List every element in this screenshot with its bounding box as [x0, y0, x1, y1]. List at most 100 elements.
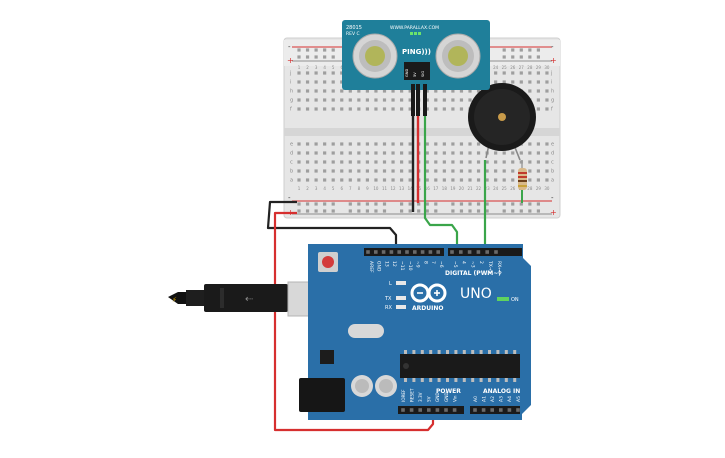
breadboard-hole[interactable] — [400, 98, 404, 102]
breadboard-hole[interactable] — [459, 107, 464, 111]
breadboard-hole[interactable] — [459, 98, 464, 102]
digital-header-hole[interactable] — [397, 250, 401, 254]
power-header-hole[interactable] — [418, 408, 422, 412]
digital-header-hole[interactable] — [494, 250, 498, 254]
breadboard-hole[interactable] — [425, 107, 429, 111]
power-header-hole[interactable] — [401, 408, 405, 412]
rail-hole[interactable] — [305, 48, 310, 52]
breadboard-hole[interactable] — [476, 142, 481, 146]
piezo-buzzer[interactable] — [468, 83, 536, 161]
breadboard-hole[interactable] — [519, 80, 523, 84]
breadboard-hole[interactable] — [545, 98, 549, 102]
breadboard-hole[interactable] — [425, 89, 429, 93]
breadboard-hole[interactable] — [425, 98, 429, 102]
breadboard-hole[interactable] — [331, 71, 335, 75]
breadboard-hole[interactable] — [323, 151, 327, 155]
rail-hole[interactable] — [331, 48, 335, 52]
breadboard-hole[interactable] — [331, 160, 335, 164]
rail-hole[interactable] — [502, 48, 506, 52]
breadboard-hole[interactable] — [434, 151, 438, 155]
breadboard-hole[interactable] — [365, 107, 369, 111]
rail-hole[interactable] — [502, 209, 506, 213]
digital-header-hole[interactable] — [467, 250, 472, 254]
breadboard-hole[interactable] — [408, 151, 412, 155]
breadboard-hole[interactable] — [511, 178, 515, 182]
breadboard-hole[interactable] — [408, 160, 412, 164]
breadboard-hole[interactable] — [331, 107, 335, 111]
breadboard-hole[interactable] — [348, 98, 352, 102]
rail-hole[interactable] — [468, 209, 472, 213]
rail-hole[interactable] — [536, 55, 540, 59]
rail-hole[interactable] — [528, 202, 532, 206]
rail-hole[interactable] — [417, 209, 421, 213]
rail-hole[interactable] — [519, 209, 523, 213]
breadboard-hole[interactable] — [442, 98, 446, 102]
breadboard-hole[interactable] — [382, 107, 387, 111]
breadboard-hole[interactable] — [305, 169, 310, 173]
breadboard-hole[interactable] — [408, 178, 412, 182]
breadboard-hole[interactable] — [374, 160, 378, 164]
breadboard-hole[interactable] — [314, 80, 318, 84]
power-jack[interactable] — [299, 378, 345, 412]
wires[interactable] — [266, 116, 523, 432]
breadboard-hole[interactable] — [305, 107, 310, 111]
breadboard-hole[interactable] — [382, 89, 387, 93]
breadboard-hole[interactable] — [357, 178, 361, 182]
breadboard-hole[interactable] — [442, 107, 446, 111]
breadboard-hole[interactable] — [374, 107, 378, 111]
breadboard-hole[interactable] — [331, 80, 335, 84]
breadboard-hole[interactable] — [314, 107, 318, 111]
breadboard-hole[interactable] — [511, 151, 515, 155]
rail-hole[interactable] — [519, 48, 523, 52]
breadboard-hole[interactable] — [391, 107, 395, 111]
breadboard-hole[interactable] — [442, 160, 446, 164]
breadboard-hole[interactable] — [536, 169, 540, 173]
breadboard-hole[interactable] — [502, 151, 506, 155]
rail-hole[interactable] — [314, 55, 318, 59]
breadboard-hole[interactable] — [331, 98, 335, 102]
breadboard-holes[interactable] — [297, 48, 549, 213]
rail-hole[interactable] — [434, 209, 438, 213]
rail-hole[interactable] — [331, 202, 335, 206]
digital-header-hole[interactable] — [420, 250, 425, 254]
breadboard-hole[interactable] — [348, 89, 352, 93]
breadboard-hole[interactable] — [340, 107, 344, 111]
breadboard-hole[interactable] — [511, 169, 515, 173]
breadboard-hole[interactable] — [536, 89, 540, 93]
rail-hole[interactable] — [382, 202, 387, 206]
breadboard-hole[interactable] — [314, 71, 318, 75]
breadboard-hole[interactable] — [374, 169, 378, 173]
breadboard-hole[interactable] — [528, 160, 532, 164]
breadboard-hole[interactable] — [323, 178, 327, 182]
rail-hole[interactable] — [451, 202, 455, 206]
rail-hole[interactable] — [400, 202, 404, 206]
breadboard-hole[interactable] — [528, 142, 532, 146]
rail-hole[interactable] — [297, 48, 301, 52]
rail-hole[interactable] — [305, 209, 310, 213]
rail-hole[interactable] — [417, 202, 421, 206]
breadboard-hole[interactable] — [340, 89, 344, 93]
breadboard-hole[interactable] — [536, 71, 540, 75]
breadboard-hole[interactable] — [545, 151, 549, 155]
breadboard-hole[interactable] — [502, 80, 506, 84]
power-header-hole[interactable] — [409, 408, 414, 412]
breadboard-hole[interactable] — [400, 169, 404, 173]
breadboard-hole[interactable] — [425, 142, 429, 146]
digital-header-hole[interactable] — [436, 250, 440, 254]
power-header-hole[interactable] — [427, 408, 431, 412]
breadboard-hole[interactable] — [400, 107, 404, 111]
breadboard-hole[interactable] — [451, 169, 455, 173]
breadboard-hole[interactable] — [494, 80, 498, 84]
rail-hole[interactable] — [323, 209, 327, 213]
breadboard-hole[interactable] — [374, 142, 378, 146]
breadboard-hole[interactable] — [374, 89, 378, 93]
rail-hole[interactable] — [305, 55, 310, 59]
breadboard-hole[interactable] — [314, 169, 318, 173]
digital-header-hole[interactable] — [389, 250, 394, 254]
breadboard-hole[interactable] — [408, 98, 412, 102]
breadboard-hole[interactable] — [323, 169, 327, 173]
breadboard-hole[interactable] — [348, 107, 352, 111]
rail-hole[interactable] — [365, 202, 369, 206]
rail-hole[interactable] — [536, 209, 540, 213]
arduino-uno[interactable]: L TX RX ON ARDUINO UNO DIGITAL (PWM~) PO… — [299, 244, 531, 420]
